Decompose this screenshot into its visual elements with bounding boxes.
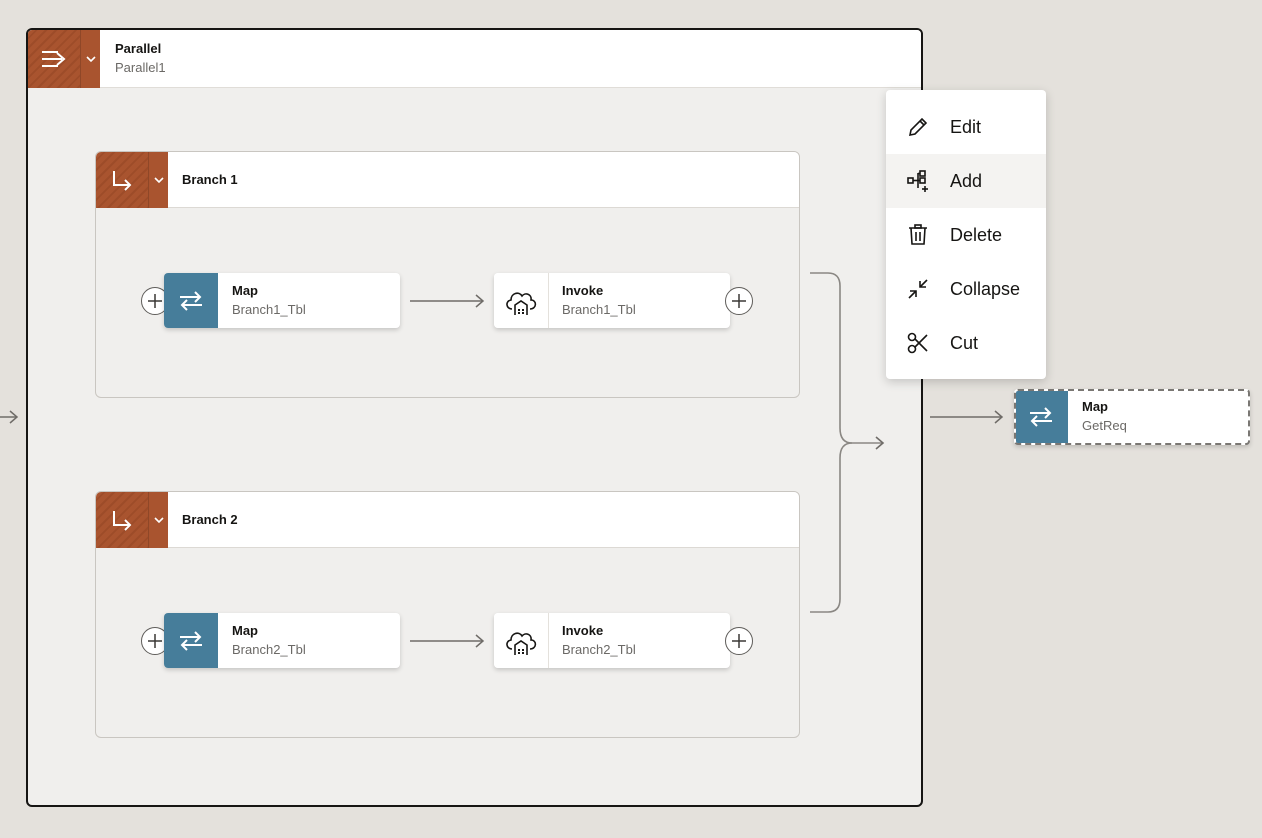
- connector-arrow: [410, 634, 485, 648]
- menu-item-label: Delete: [950, 224, 1003, 245]
- plus-icon: [148, 634, 162, 648]
- menu-item-label: Edit: [950, 116, 982, 137]
- branch-2-chevron-button[interactable]: [148, 492, 168, 548]
- invoke-icon-box: [494, 613, 549, 668]
- branch-1-header[interactable]: Branch 1: [96, 152, 799, 208]
- plus-icon: [732, 294, 746, 308]
- connector-arrow: [410, 294, 485, 308]
- map-icon-box: [1016, 391, 1068, 443]
- connector-arrow: [930, 410, 1004, 424]
- node-title: Invoke: [562, 283, 604, 298]
- map-node[interactable]: Map Branch2_Tbl: [164, 613, 400, 668]
- map-node-getreq[interactable]: Map GetReq: [1014, 389, 1250, 445]
- parallel-header[interactable]: Parallel Parallel1: [28, 30, 921, 88]
- parallel-title: Parallel: [115, 41, 162, 56]
- plus-icon: [732, 634, 746, 648]
- plus-icon: [148, 294, 162, 308]
- node-title: Invoke: [562, 623, 604, 638]
- branch-icon-box[interactable]: [96, 152, 168, 208]
- map-icon-box: [164, 273, 218, 328]
- node-subtitle: Branch1_Tbl: [232, 302, 306, 317]
- node-subtitle: GetReq: [1082, 418, 1127, 433]
- menu-item-label: Cut: [950, 332, 979, 353]
- pencil-icon: [908, 117, 928, 137]
- cloud-building-icon: [506, 291, 537, 315]
- invoke-icon-box: [494, 273, 549, 328]
- collapse-icon: [908, 279, 928, 299]
- menu-item-delete[interactable]: Delete: [886, 208, 1046, 262]
- context-menu: Edit Add Delete: [886, 90, 1046, 379]
- node-title: Map: [1082, 399, 1108, 414]
- add-node-icon: [907, 170, 928, 192]
- parallel-subtitle: Parallel1: [115, 60, 166, 75]
- menu-item-edit[interactable]: Edit: [886, 100, 1046, 154]
- menu-item-collapse[interactable]: Collapse: [886, 262, 1046, 316]
- cloud-building-icon: [506, 631, 537, 655]
- scissors-icon: [907, 332, 928, 354]
- add-after-button[interactable]: [725, 287, 753, 315]
- node-subtitle: Branch2_Tbl: [232, 642, 306, 657]
- node-subtitle: Branch1_Tbl: [562, 302, 636, 317]
- swap-arrows-icon: [180, 290, 202, 311]
- incoming-arrow: [0, 410, 19, 424]
- branch-icon: [113, 511, 132, 531]
- invoke-node[interactable]: Invoke Branch2_Tbl: [494, 613, 730, 668]
- swap-arrows-icon: [180, 630, 202, 651]
- branch-1-chevron-button[interactable]: [148, 152, 168, 208]
- chevron-down-icon: [85, 56, 96, 63]
- menu-item-label: Collapse: [950, 278, 1021, 299]
- trash-icon: [909, 224, 927, 245]
- branch-2-header[interactable]: Branch 2: [96, 492, 799, 548]
- node-title: Map: [232, 283, 258, 298]
- branch-1-title: Branch 1: [182, 172, 238, 187]
- menu-item-label: Add: [950, 170, 983, 191]
- branch-icon: [113, 171, 132, 191]
- chevron-down-icon: [153, 177, 164, 184]
- map-icon-box: [164, 613, 218, 668]
- menu-item-cut[interactable]: Cut: [886, 316, 1046, 370]
- node-title: Map: [232, 623, 258, 638]
- branch-icon-box[interactable]: [96, 492, 168, 548]
- branch-2-title: Branch 2: [182, 512, 238, 527]
- merge-connector: [810, 272, 885, 613]
- parallel-icon-box[interactable]: [28, 30, 100, 88]
- add-after-button[interactable]: [725, 627, 753, 655]
- invoke-node[interactable]: Invoke Branch1_Tbl: [494, 273, 730, 328]
- chevron-down-icon: [153, 517, 164, 524]
- parallel-icon: [42, 51, 66, 67]
- menu-item-add[interactable]: Add: [886, 154, 1046, 208]
- swap-arrows-icon: [1030, 407, 1052, 427]
- node-subtitle: Branch2_Tbl: [562, 642, 636, 657]
- parallel-chevron-button[interactable]: [80, 30, 100, 88]
- map-node[interactable]: Map Branch1_Tbl: [164, 273, 400, 328]
